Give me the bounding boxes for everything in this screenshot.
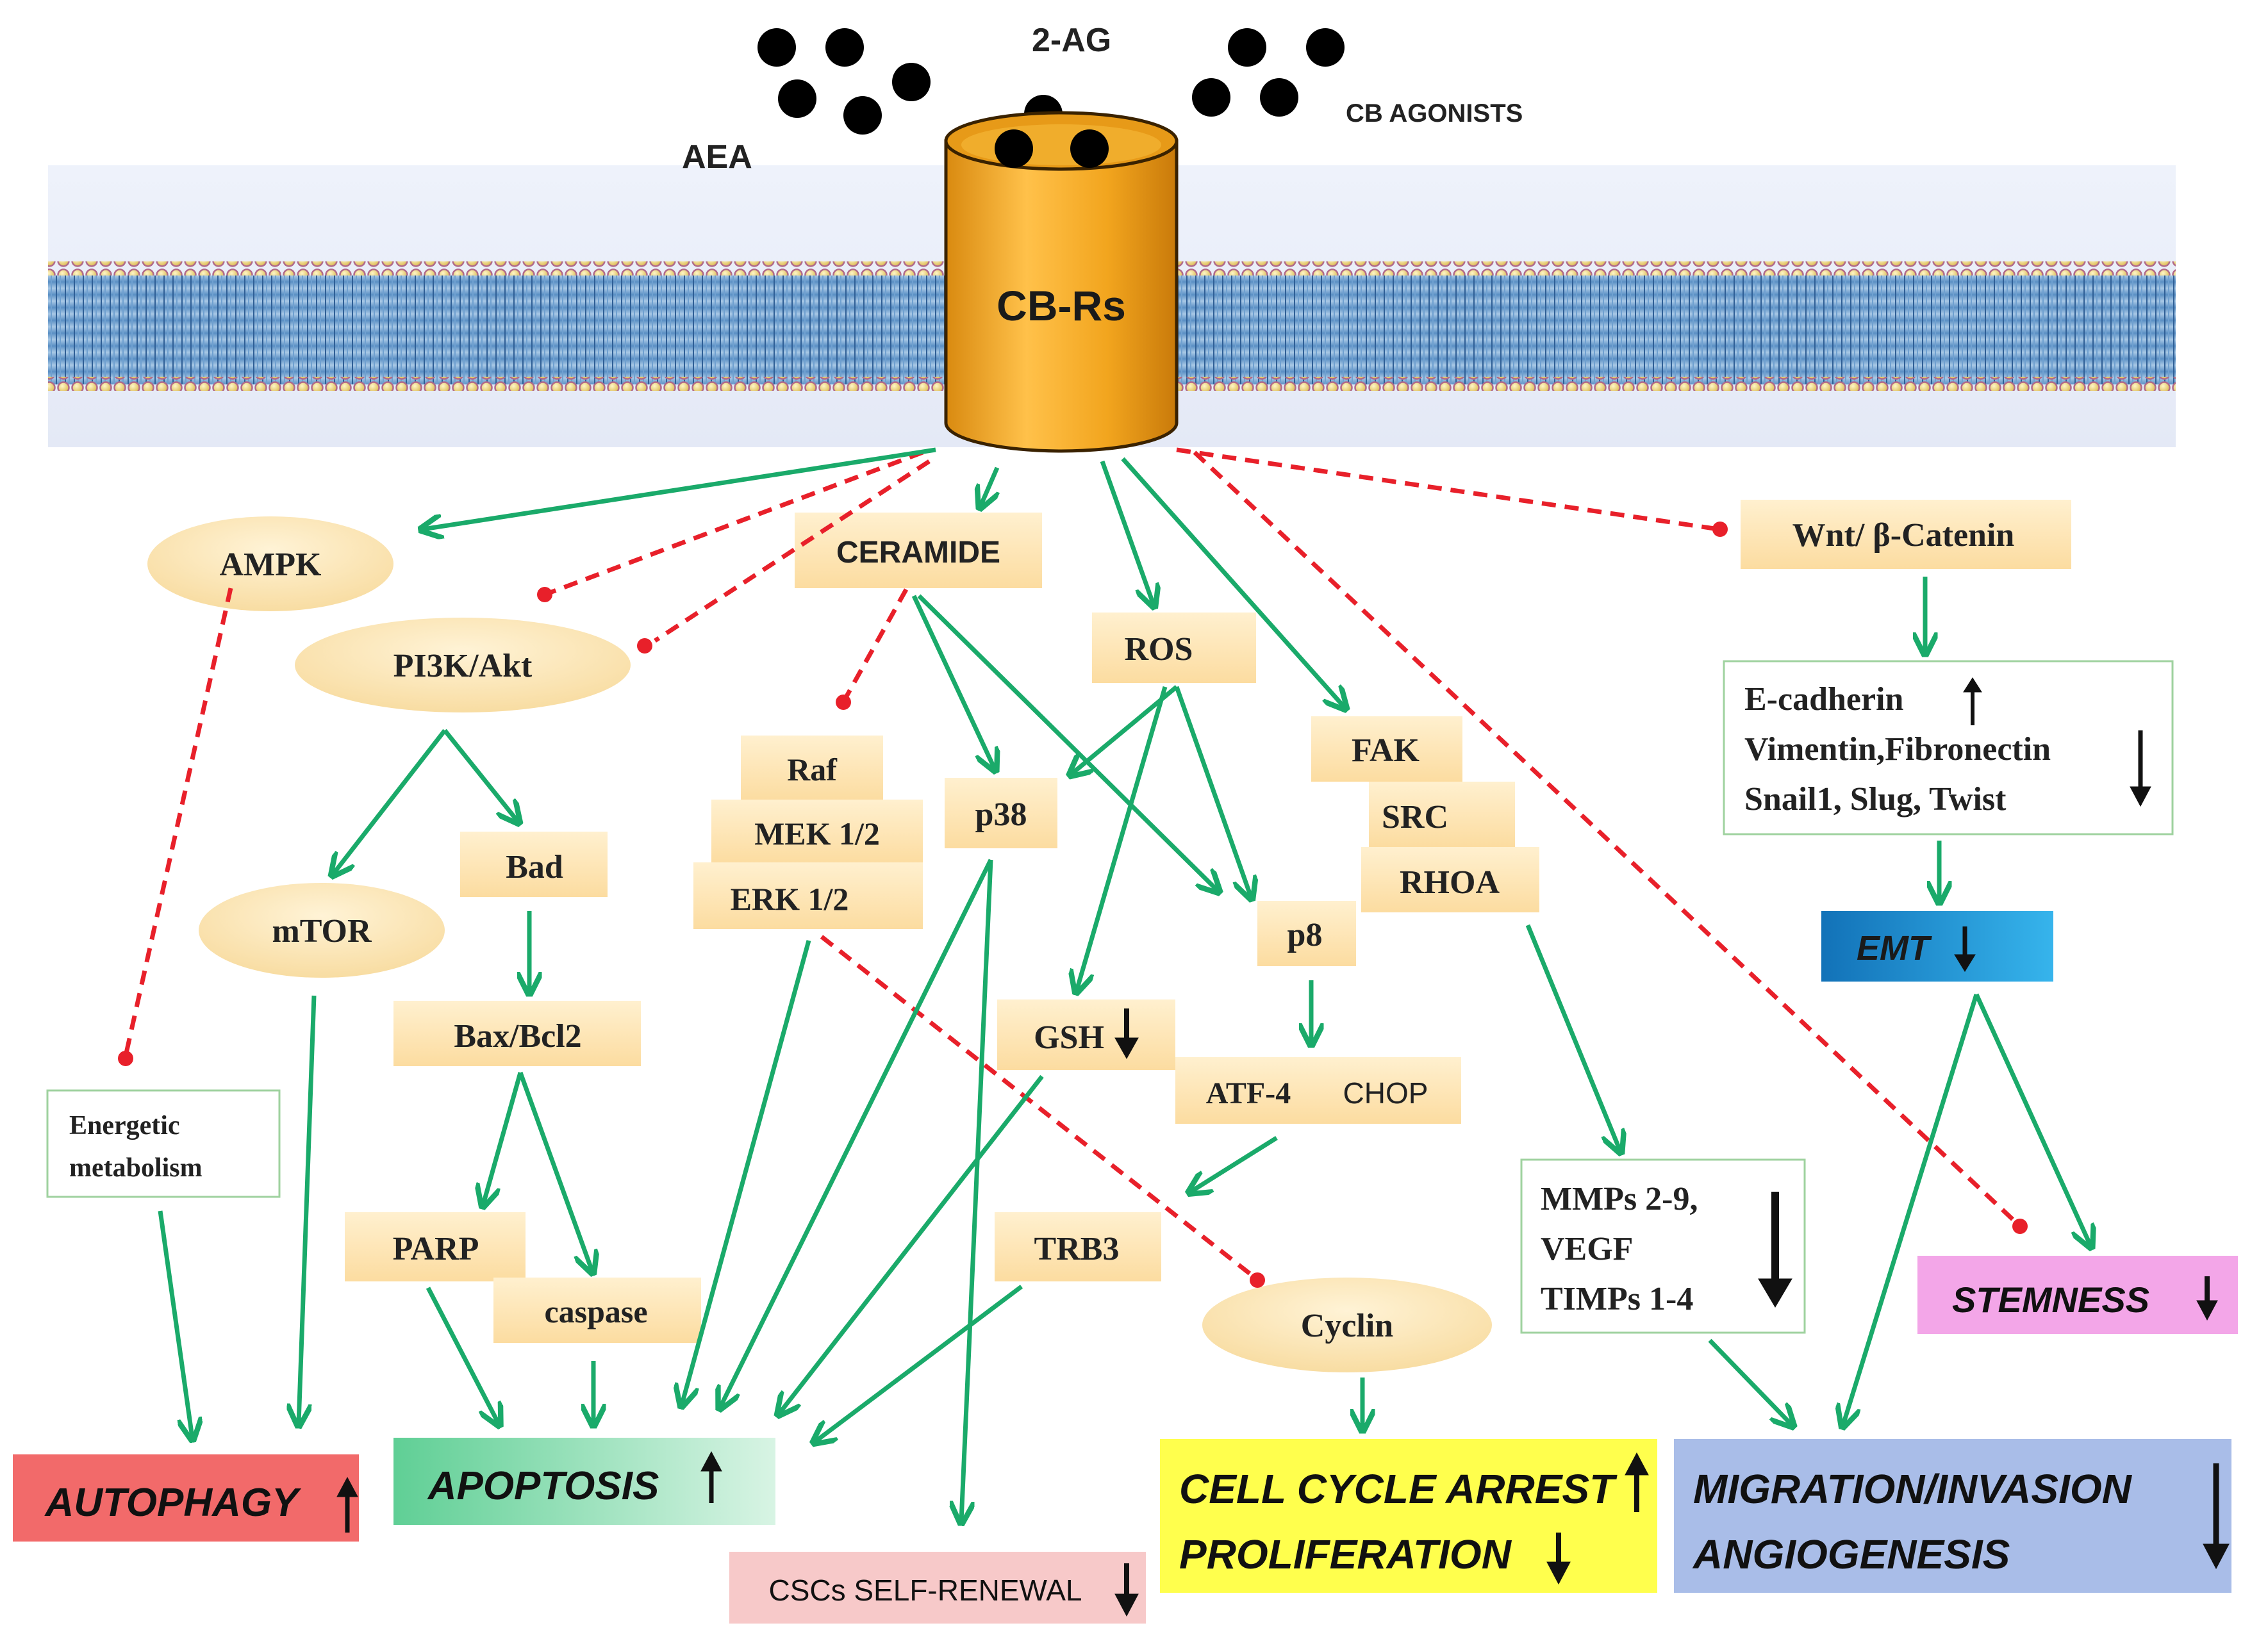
indicator-arrows (336, 677, 2230, 1617)
p38-node (945, 778, 1057, 848)
inhibition-lines (123, 447, 2019, 1279)
cell-cycle-line-2: PROLIFERATION (1179, 1531, 1512, 1577)
proliferation-down-arrow-icon (1546, 1533, 1571, 1585)
csc-box[interactable] (729, 1552, 1146, 1624)
csc-label: CSCs SELF-RENEWAL (768, 1574, 1082, 1607)
bax-bcl2-node (393, 1001, 641, 1066)
migration-box[interactable] (1674, 1439, 2231, 1593)
parp-node (345, 1212, 526, 1281)
mmps-down-arrow-icon (1758, 1192, 1792, 1308)
cyclin-label: Cyclin (1301, 1308, 1394, 1344)
autophagy-box[interactable] (13, 1454, 359, 1542)
cyclin-node (1202, 1278, 1492, 1372)
cb-agonists-label: CB AGONISTS (1346, 99, 1523, 128)
emt-label: EMT (1857, 929, 1932, 967)
wnt-node (1741, 500, 2071, 569)
mmps-line-2: VEGF (1541, 1231, 1633, 1267)
gsh-node (997, 999, 1175, 1070)
wnt-label: Wnt/ β-Catenin (1792, 517, 2015, 554)
ampk-node (147, 516, 393, 611)
ros-label: ROS (1125, 631, 1193, 668)
apoptosis-up-arrow-icon (700, 1451, 722, 1503)
ceramide-node (795, 513, 1042, 588)
vimentin-down-arrow-icon (2130, 730, 2151, 807)
bax-bcl2-label: Bax/Bcl2 (454, 1018, 581, 1055)
energetic-line-2: metabolism (69, 1153, 203, 1183)
fak-node (1311, 716, 1462, 782)
ecadherin-line-2: Vimentin,Fibronectin (1744, 731, 2051, 768)
cell-cycle-up-arrow-icon (1625, 1452, 1649, 1512)
migration-line-2: ANGIOGENESIS (1692, 1531, 2010, 1577)
rect-nodes (345, 500, 2071, 1343)
energetic-box (46, 1089, 281, 1198)
erk-label: ERK 1/2 (731, 881, 849, 917)
inhibition-dots (118, 522, 2028, 1288)
rhoa-label: RHOA (1400, 864, 1500, 901)
pi3k-akt-node (295, 618, 631, 712)
trb3-node (995, 1212, 1161, 1281)
bad-label: Bad (506, 849, 563, 885)
migration-down-arrow-icon (2203, 1463, 2230, 1570)
caspase-node (493, 1278, 701, 1343)
p38-label: p38 (975, 796, 1027, 833)
cell-cycle-line-1: CELL CYCLE ARREST (1179, 1466, 1618, 1512)
src-node (1369, 782, 1515, 847)
stemness-down-arrow-icon (2196, 1276, 2218, 1321)
activation-arrows (158, 447, 2090, 1521)
mmps-line-1: MMPs 2-9, (1541, 1181, 1698, 1217)
mek-node (711, 800, 923, 864)
ecadherin-line-3: Snail1, Slug, Twist (1744, 781, 2007, 818)
gsh-label: GSH (1034, 1019, 1104, 1056)
trb3-label: TRB3 (1034, 1231, 1120, 1267)
rhoa-node (1361, 847, 1539, 912)
bad-node (460, 832, 608, 897)
src-label: SRC (1382, 799, 1448, 835)
autophagy-up-arrow-icon (336, 1476, 358, 1533)
atf4-chop-node (1175, 1057, 1461, 1124)
energetic-line-1: Energetic (69, 1111, 180, 1140)
csc-down-arrow-icon (1114, 1563, 1139, 1617)
raf-node (741, 736, 883, 801)
ros-node (1092, 613, 1256, 683)
ecadherin-line-1: E-cadherin (1744, 681, 1904, 718)
pi3k-akt-label: PI3K/Akt (393, 648, 533, 684)
mek-label: MEK 1/2 (754, 816, 880, 851)
receptor-label: CB-Rs (997, 282, 1126, 329)
stemness-box[interactable] (1917, 1256, 2238, 1334)
ampk-label: AMPK (220, 547, 322, 583)
mmps-box (1520, 1158, 1806, 1334)
atf4-label: ATF-4 (1206, 1076, 1291, 1110)
chop-label: CHOP (1343, 1076, 1428, 1110)
mmps-line-3: TIMPs 1-4 (1541, 1281, 1693, 1317)
gsh-down-arrow-icon (1114, 1008, 1139, 1060)
emt-down-arrow-icon (1954, 926, 1976, 972)
autophagy-label: AUTOPHAGY (44, 1481, 302, 1525)
parp-label: PARP (393, 1231, 479, 1267)
fak-label: FAK (1352, 732, 1420, 769)
caspase-label: caspase (544, 1294, 647, 1329)
mtor-node (199, 883, 445, 978)
stemness-label: STEMNESS (1952, 1279, 2149, 1320)
erk-node (693, 862, 923, 929)
ceramide-label: CERAMIDE (836, 536, 1000, 570)
cb-receptor (944, 111, 1179, 453)
ecadherin-up-arrow-icon (1963, 677, 1982, 725)
outcome-labels: AUTOPHAGY APOPTOSIS CSCs SELF-RENEWAL CE… (44, 1279, 2149, 1607)
two-ag-label: 2-AG (1032, 22, 1111, 59)
mtor-label: mTOR (272, 913, 372, 950)
node-labels: CERAMIDE ROS Wnt/ β-Catenin Raf MEK 1/2 … (69, 517, 2051, 1329)
raf-label: Raf (787, 752, 838, 787)
emt-box[interactable] (1821, 911, 2053, 982)
apoptosis-label: APOPTOSIS (427, 1464, 659, 1508)
p8-node (1257, 901, 1356, 966)
p8-label: p8 (1287, 917, 1323, 953)
aea-label: AEA (682, 138, 752, 176)
cell-cycle-box[interactable] (1160, 1439, 1657, 1593)
ecadherin-box (1723, 660, 2174, 835)
migration-line-1: MIGRATION/INVASION (1693, 1466, 2133, 1512)
